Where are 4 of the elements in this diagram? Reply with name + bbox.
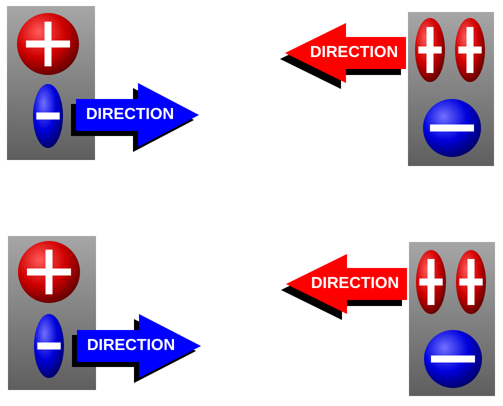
arrow-label: DIRECTION — [310, 44, 398, 62]
arrow-label: DIRECTION — [87, 337, 175, 355]
arrow-label: DIRECTION — [311, 275, 399, 293]
arrow-label: DIRECTION — [86, 106, 174, 124]
